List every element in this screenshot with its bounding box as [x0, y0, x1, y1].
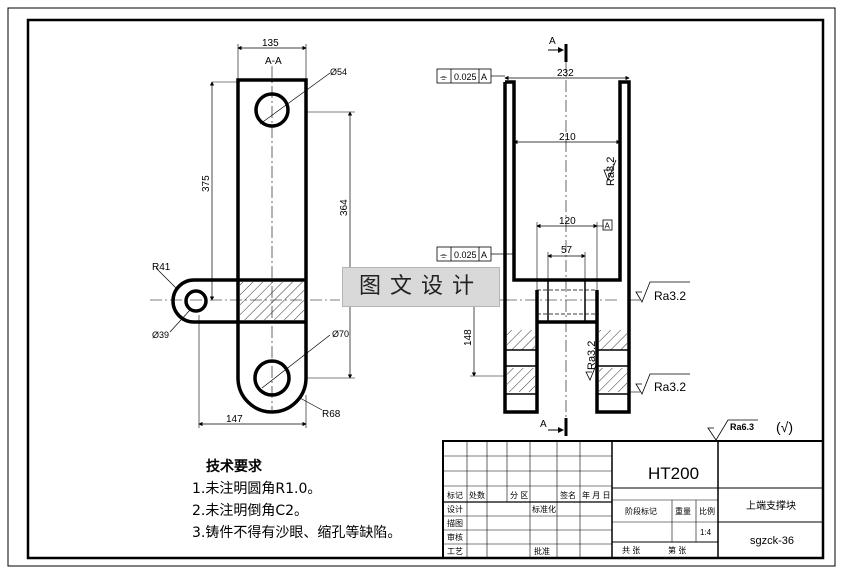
tol-top-symbol: ⌯	[440, 72, 448, 82]
tb-part-name: 上端支撑块	[746, 499, 796, 512]
tol-mid-value: 0.025	[454, 250, 477, 260]
tol-top-datum: A	[481, 72, 487, 82]
technical-notes: 技术要求 1.未注明圆角R1.0。 2.未注明倒角C2。 3.铸件不得有沙眼、缩…	[192, 456, 401, 544]
note-item-2: 2.未注明倒角C2。	[192, 503, 309, 519]
roughness-3: Ra3.2	[586, 341, 598, 370]
notes-title: 技术要求	[206, 459, 262, 475]
tb-biaoji: 标记	[447, 490, 463, 500]
tb-gongyi: 工艺	[447, 547, 463, 556]
roughness-1: Ra3.2	[605, 157, 617, 186]
dim-210: 210	[559, 132, 576, 143]
dim-hole-top: Ø54	[330, 67, 347, 77]
dim-375: 375	[201, 175, 212, 192]
roughness-4: Ra3.2	[654, 380, 686, 394]
right-view	[436, 44, 758, 441]
dim-57: 57	[561, 245, 573, 256]
tb-shenhe: 审核	[447, 532, 463, 542]
dim-120: 120	[559, 216, 576, 227]
tb-bili: 比例	[699, 506, 715, 516]
tb-chushu: 处数	[469, 490, 485, 500]
dim-hole-bottom: Ø70	[332, 329, 349, 339]
watermark: 图文设计	[342, 267, 500, 307]
general-roughness-other: (√)	[776, 419, 793, 435]
dim-148: 148	[463, 329, 474, 346]
tb-biaozhunhua: 标准化	[532, 504, 556, 514]
inner-border	[26, 18, 825, 560]
general-roughness-value: Ra6.3	[730, 422, 754, 432]
tb-nianyueri: 年 月 日	[582, 490, 610, 500]
tb-material: HT200	[648, 464, 699, 483]
section-arrow-a-top: A	[549, 36, 556, 47]
tb-di: 第 张	[668, 545, 686, 555]
section-label: A-A	[265, 56, 282, 67]
tb-drawing-no: sgzck-36	[750, 535, 794, 547]
dim-r41: R41	[152, 262, 171, 273]
tol-top-value: 0.025	[454, 72, 477, 82]
tb-scale: 1:4	[700, 528, 712, 537]
tb-sheji: 设计	[447, 504, 463, 514]
dim-364: 364	[339, 199, 350, 216]
outer-border	[7, 7, 836, 567]
tb-zhongliang: 重量	[675, 506, 691, 516]
tb-pizhun: 批准	[534, 546, 550, 556]
dim-hole-left: Ø39	[152, 330, 169, 340]
note-item-1: 1.未注明圆角R1.0。	[192, 481, 322, 497]
dim-232: 232	[557, 68, 574, 79]
left-view	[150, 44, 355, 428]
dim-135: 135	[262, 38, 279, 49]
section-arrow-a-bottom: A	[540, 419, 547, 430]
datum-box-label: A	[605, 222, 611, 231]
tb-qianming: 签名	[560, 490, 576, 500]
tb-fenqu: 分 区	[510, 491, 528, 500]
dim-147: 147	[226, 414, 243, 425]
title-block	[442, 440, 824, 559]
tol-mid-symbol: ⌯	[440, 250, 448, 260]
note-item-3: 3.铸件不得有沙眼、缩孔等缺陷。	[192, 525, 402, 541]
tol-mid-datum: A	[481, 250, 487, 260]
tb-jiaotu: 描图	[447, 518, 463, 528]
roughness-2: Ra3.2	[654, 289, 686, 303]
tb-jieduan: 阶段标记	[625, 506, 657, 516]
dim-r68: R68	[322, 409, 341, 420]
tb-gong: 共 张	[622, 546, 640, 555]
